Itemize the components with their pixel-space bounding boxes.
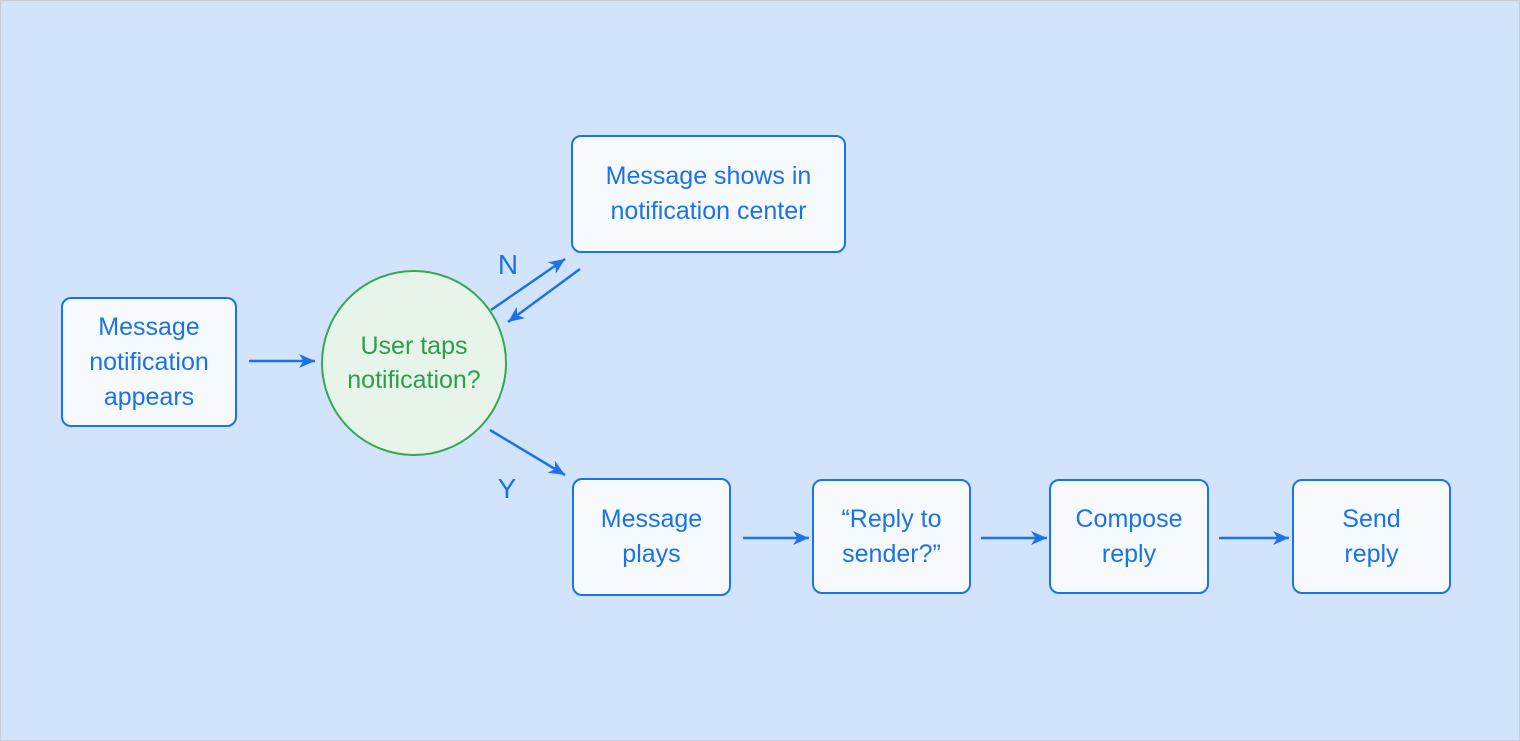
edge-label-no: N [498,249,518,280]
edge-notification-center-to-decision [507,267,581,324]
node-message-notification-appears: Message notification appears [61,297,237,427]
node-message-plays: Message plays [572,478,731,596]
node-compose-reply: Compose reply [1049,479,1209,594]
node-reply-to-sender-prompt: “Reply to sender?” [812,479,971,594]
node-message-shows-in-notification-center: Message shows in notification center [571,135,846,253]
edge-decision-to-message-plays [489,428,566,477]
edge-label-yes: Y [498,473,517,504]
node-send-reply: Send reply [1292,479,1451,594]
edge-decision-to-notification-center [490,257,566,312]
node-user-taps-notification-decision: User taps notification? [321,270,507,456]
